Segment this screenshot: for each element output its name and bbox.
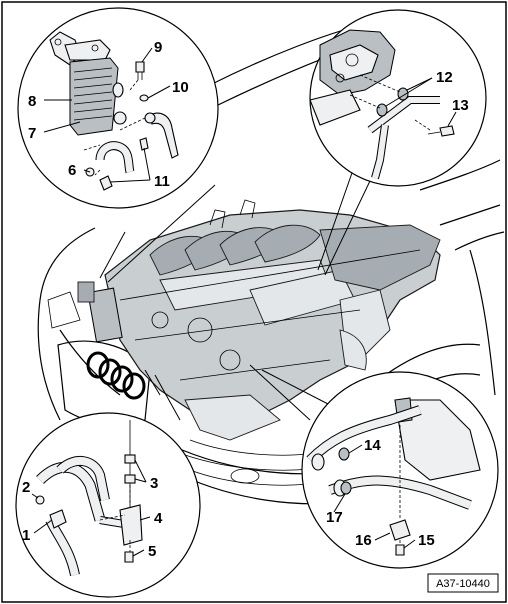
figure-code-box: A37-10440 [427,573,499,593]
callout-labels: 8 7 6 9 10 11 12 13 1 2 3 4 5 14 17 16 1… [22,39,469,560]
callout-13: 13 [452,97,469,114]
engine-assembly [77,199,441,441]
callout-17: 17 [326,509,343,526]
callout-12: 12 [436,69,453,86]
callout-14: 14 [364,437,381,454]
callout-5: 5 [148,543,156,560]
detail-circle-pipe-bracket [301,371,499,569]
detail-circle-oil-cooler [17,7,219,209]
callout-11: 11 [154,173,170,190]
callout-1: 1 [22,527,30,544]
callout-16: 16 [355,532,372,549]
detail-circle-lower-hoses [15,412,201,598]
callout-10: 10 [172,79,189,96]
callout-7: 7 [28,125,36,142]
figure-code: A37-10440 [436,578,490,590]
callout-8: 8 [28,93,36,110]
callout-6: 6 [68,162,76,179]
callout-3: 3 [150,475,158,492]
callout-15: 15 [418,532,435,549]
callout-9: 9 [154,39,162,56]
callout-2: 2 [22,479,30,496]
detail-circle-pipe-mount [309,9,487,187]
callout-4: 4 [154,510,163,527]
callout-leaders [31,47,457,557]
audi-rings-logo [86,351,146,400]
